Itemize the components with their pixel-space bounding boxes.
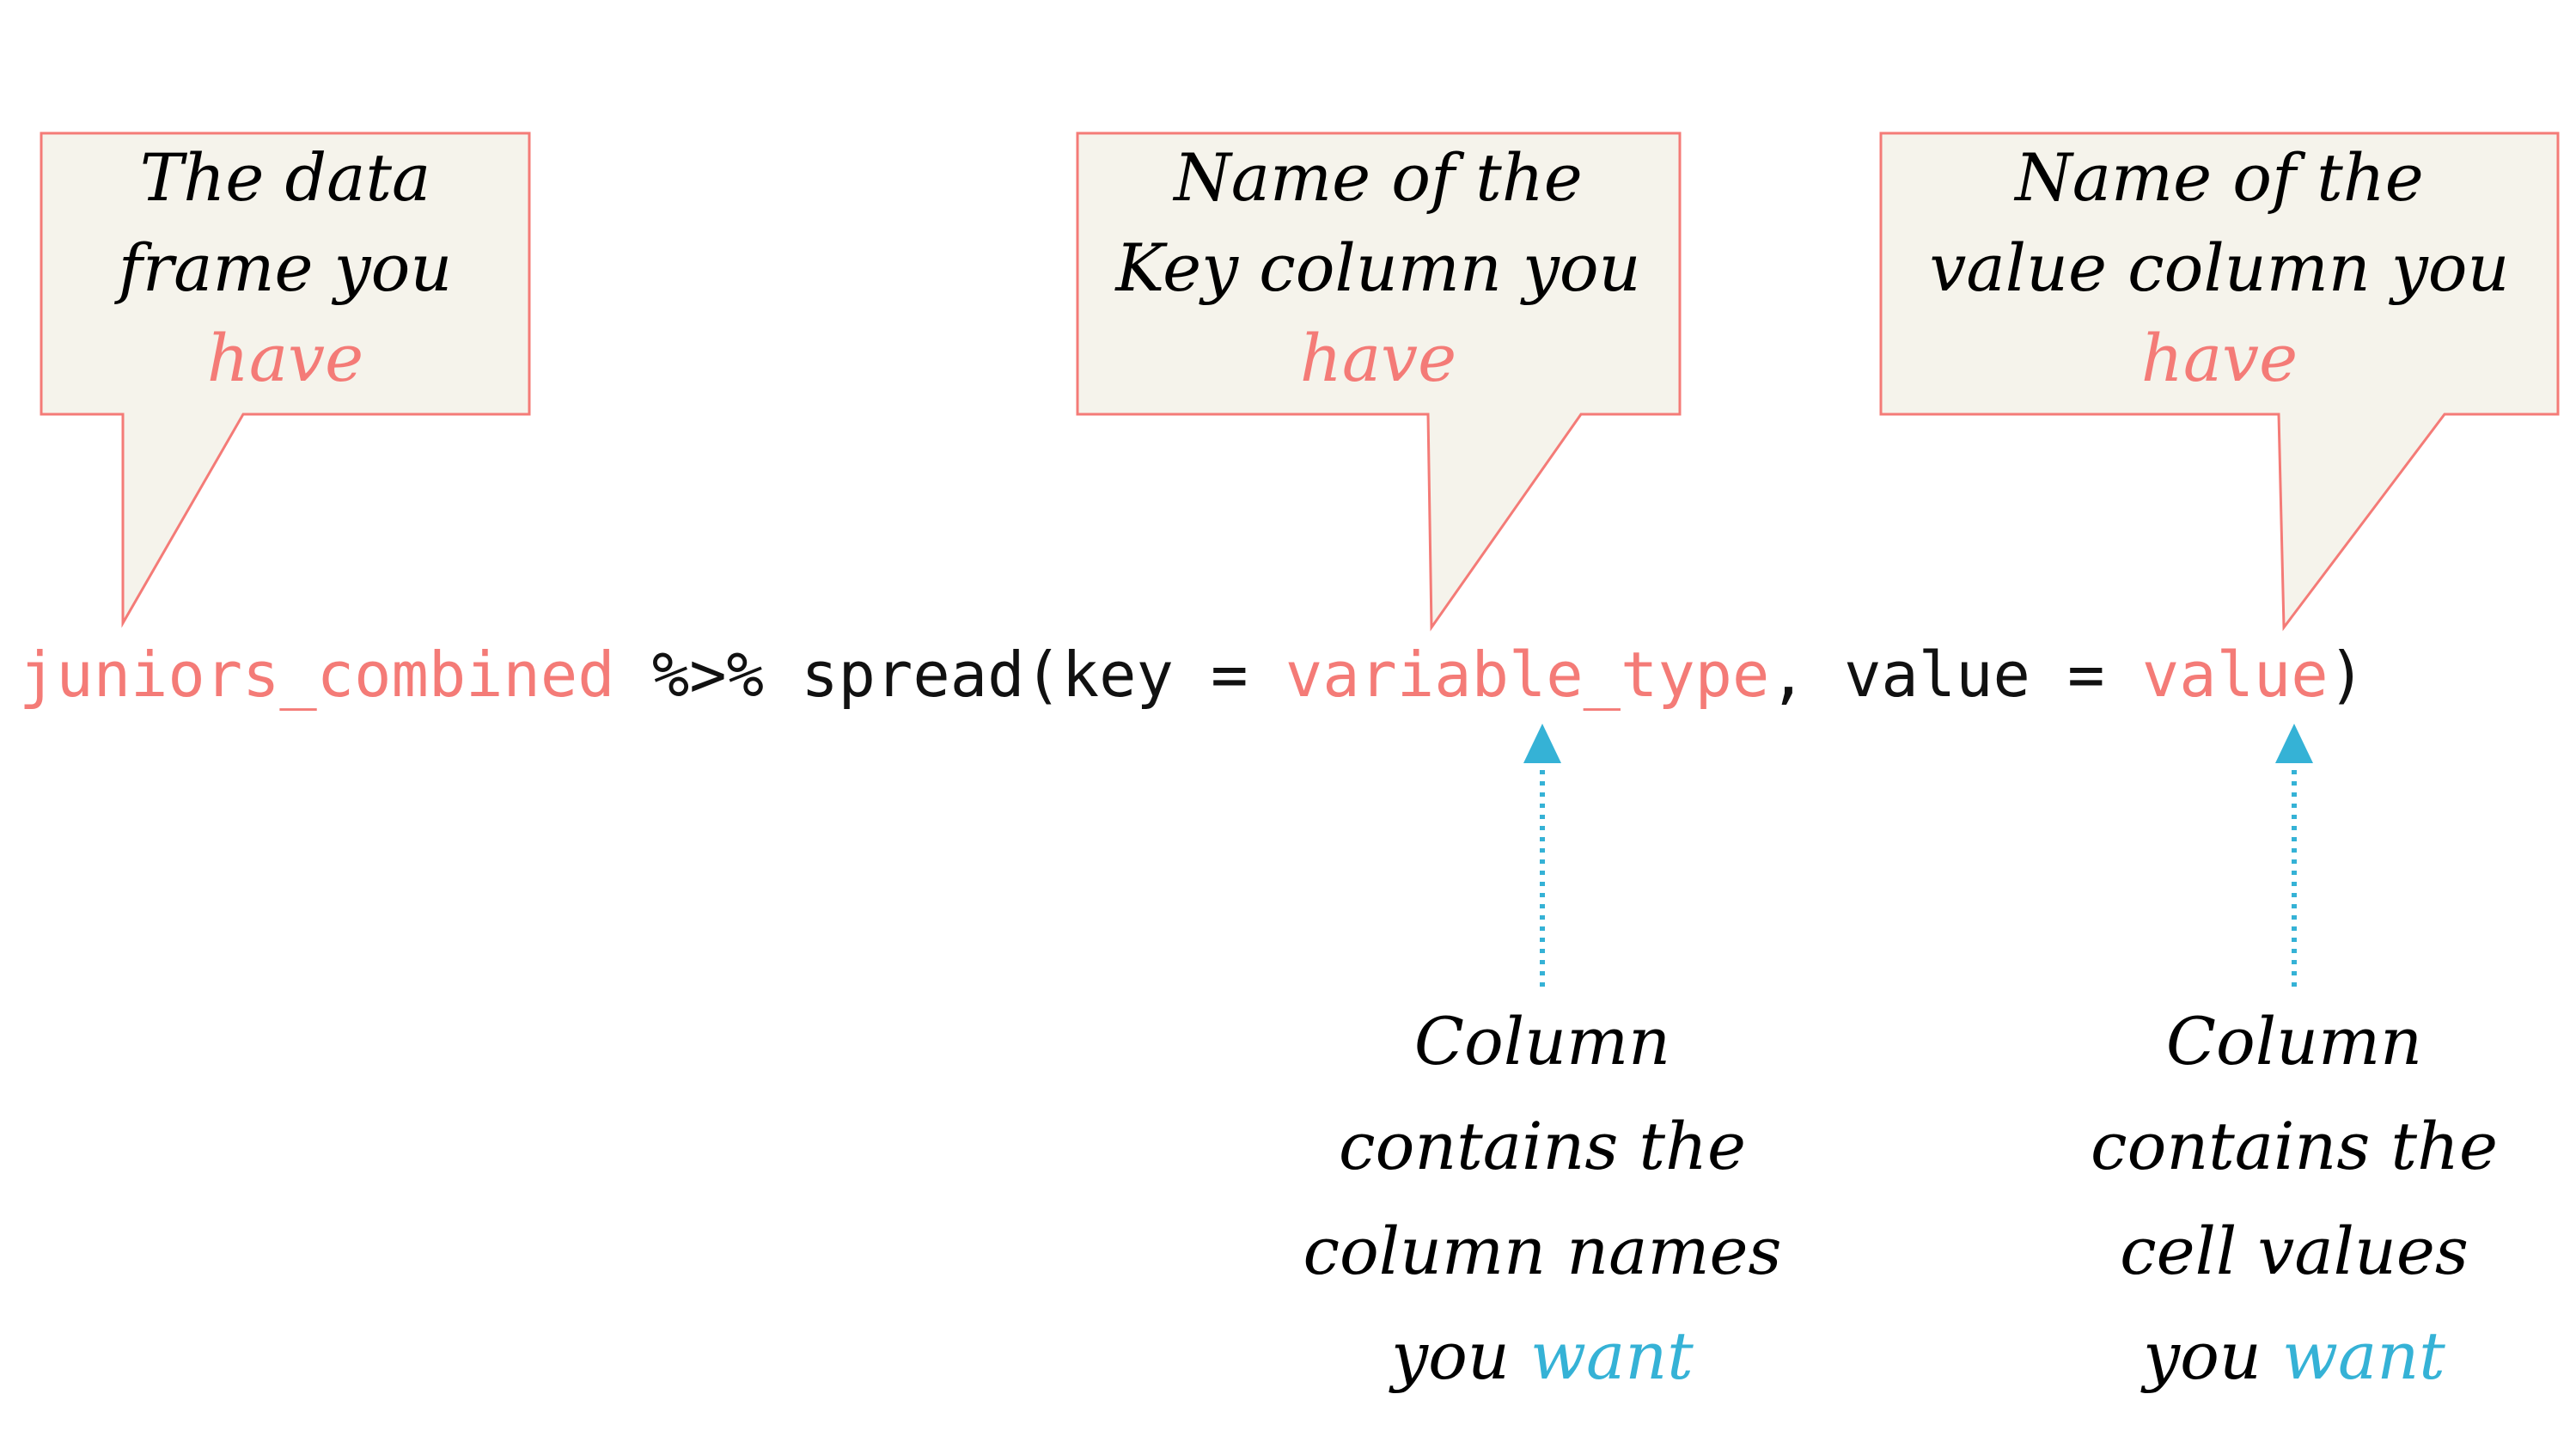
callout-data-frame: The data frame you have: [40, 131, 531, 628]
arrow-value-head: [2275, 724, 2313, 763]
code-df-name: juniors_combined: [19, 639, 615, 711]
arrow-value: [2275, 724, 2313, 987]
annotation-key-line4: you want: [1389, 1318, 1694, 1394]
code-key-arg: variable_type: [1285, 639, 1770, 711]
callout-key-column-bubble: [1076, 131, 1682, 632]
code-func-open: spread(key =: [801, 639, 1248, 711]
annotation-value-line2: contains the: [2091, 1108, 2498, 1184]
annotation-value-line1: Column: [2166, 1003, 2422, 1079]
annotation-value: Column contains the cell values you want: [2091, 1003, 2498, 1394]
annotation-key-line3: column names: [1303, 1213, 1781, 1289]
callout-data-frame-line1: The data: [140, 139, 431, 216]
callout-value-column: Name of the value column you have: [1879, 131, 2560, 632]
annotation-key-line4-accent: want: [1530, 1318, 1694, 1394]
code-close-paren: ): [2329, 639, 2365, 711]
annotation-key-line2: contains the: [1339, 1108, 1746, 1184]
code-comma-value: , value =: [1769, 639, 2104, 711]
annotation-key-line4-prefix: you: [1389, 1318, 1510, 1394]
code-line: juniors_combined %>% spread(key = variab…: [19, 639, 2365, 711]
annotation-value-line4: you want: [2140, 1318, 2445, 1394]
code-pipe: %>%: [652, 639, 764, 711]
annotation-key: Column contains the column names you wan…: [1303, 1003, 1781, 1394]
annotation-value-line4-accent: want: [2282, 1318, 2445, 1394]
callout-value-column-line2: value column you: [1929, 229, 2509, 306]
callout-key-column-line2: Key column you: [1114, 229, 1640, 306]
arrow-key: [1523, 724, 1561, 987]
callout-key-column: Name of the Key column you have: [1076, 131, 1682, 632]
callout-key-column-line3: have: [1300, 320, 1456, 396]
callout-value-column-line1: Name of the: [2013, 139, 2424, 216]
callout-value-column-line3: have: [2141, 320, 2298, 396]
callout-data-frame-line3: have: [207, 320, 363, 396]
annotation-value-line3: cell values: [2120, 1213, 2469, 1289]
callout-key-column-line1: Name of the: [1172, 139, 1583, 216]
callout-data-frame-bubble: [40, 131, 531, 628]
callout-value-column-bubble: [1879, 131, 2560, 632]
arrow-key-head: [1523, 724, 1561, 763]
code-value-arg: value: [2142, 639, 2329, 711]
annotation-value-line4-prefix: you: [2140, 1318, 2262, 1394]
annotation-key-line1: Column: [1414, 1003, 1670, 1079]
callout-data-frame-line2: frame you: [114, 229, 453, 306]
